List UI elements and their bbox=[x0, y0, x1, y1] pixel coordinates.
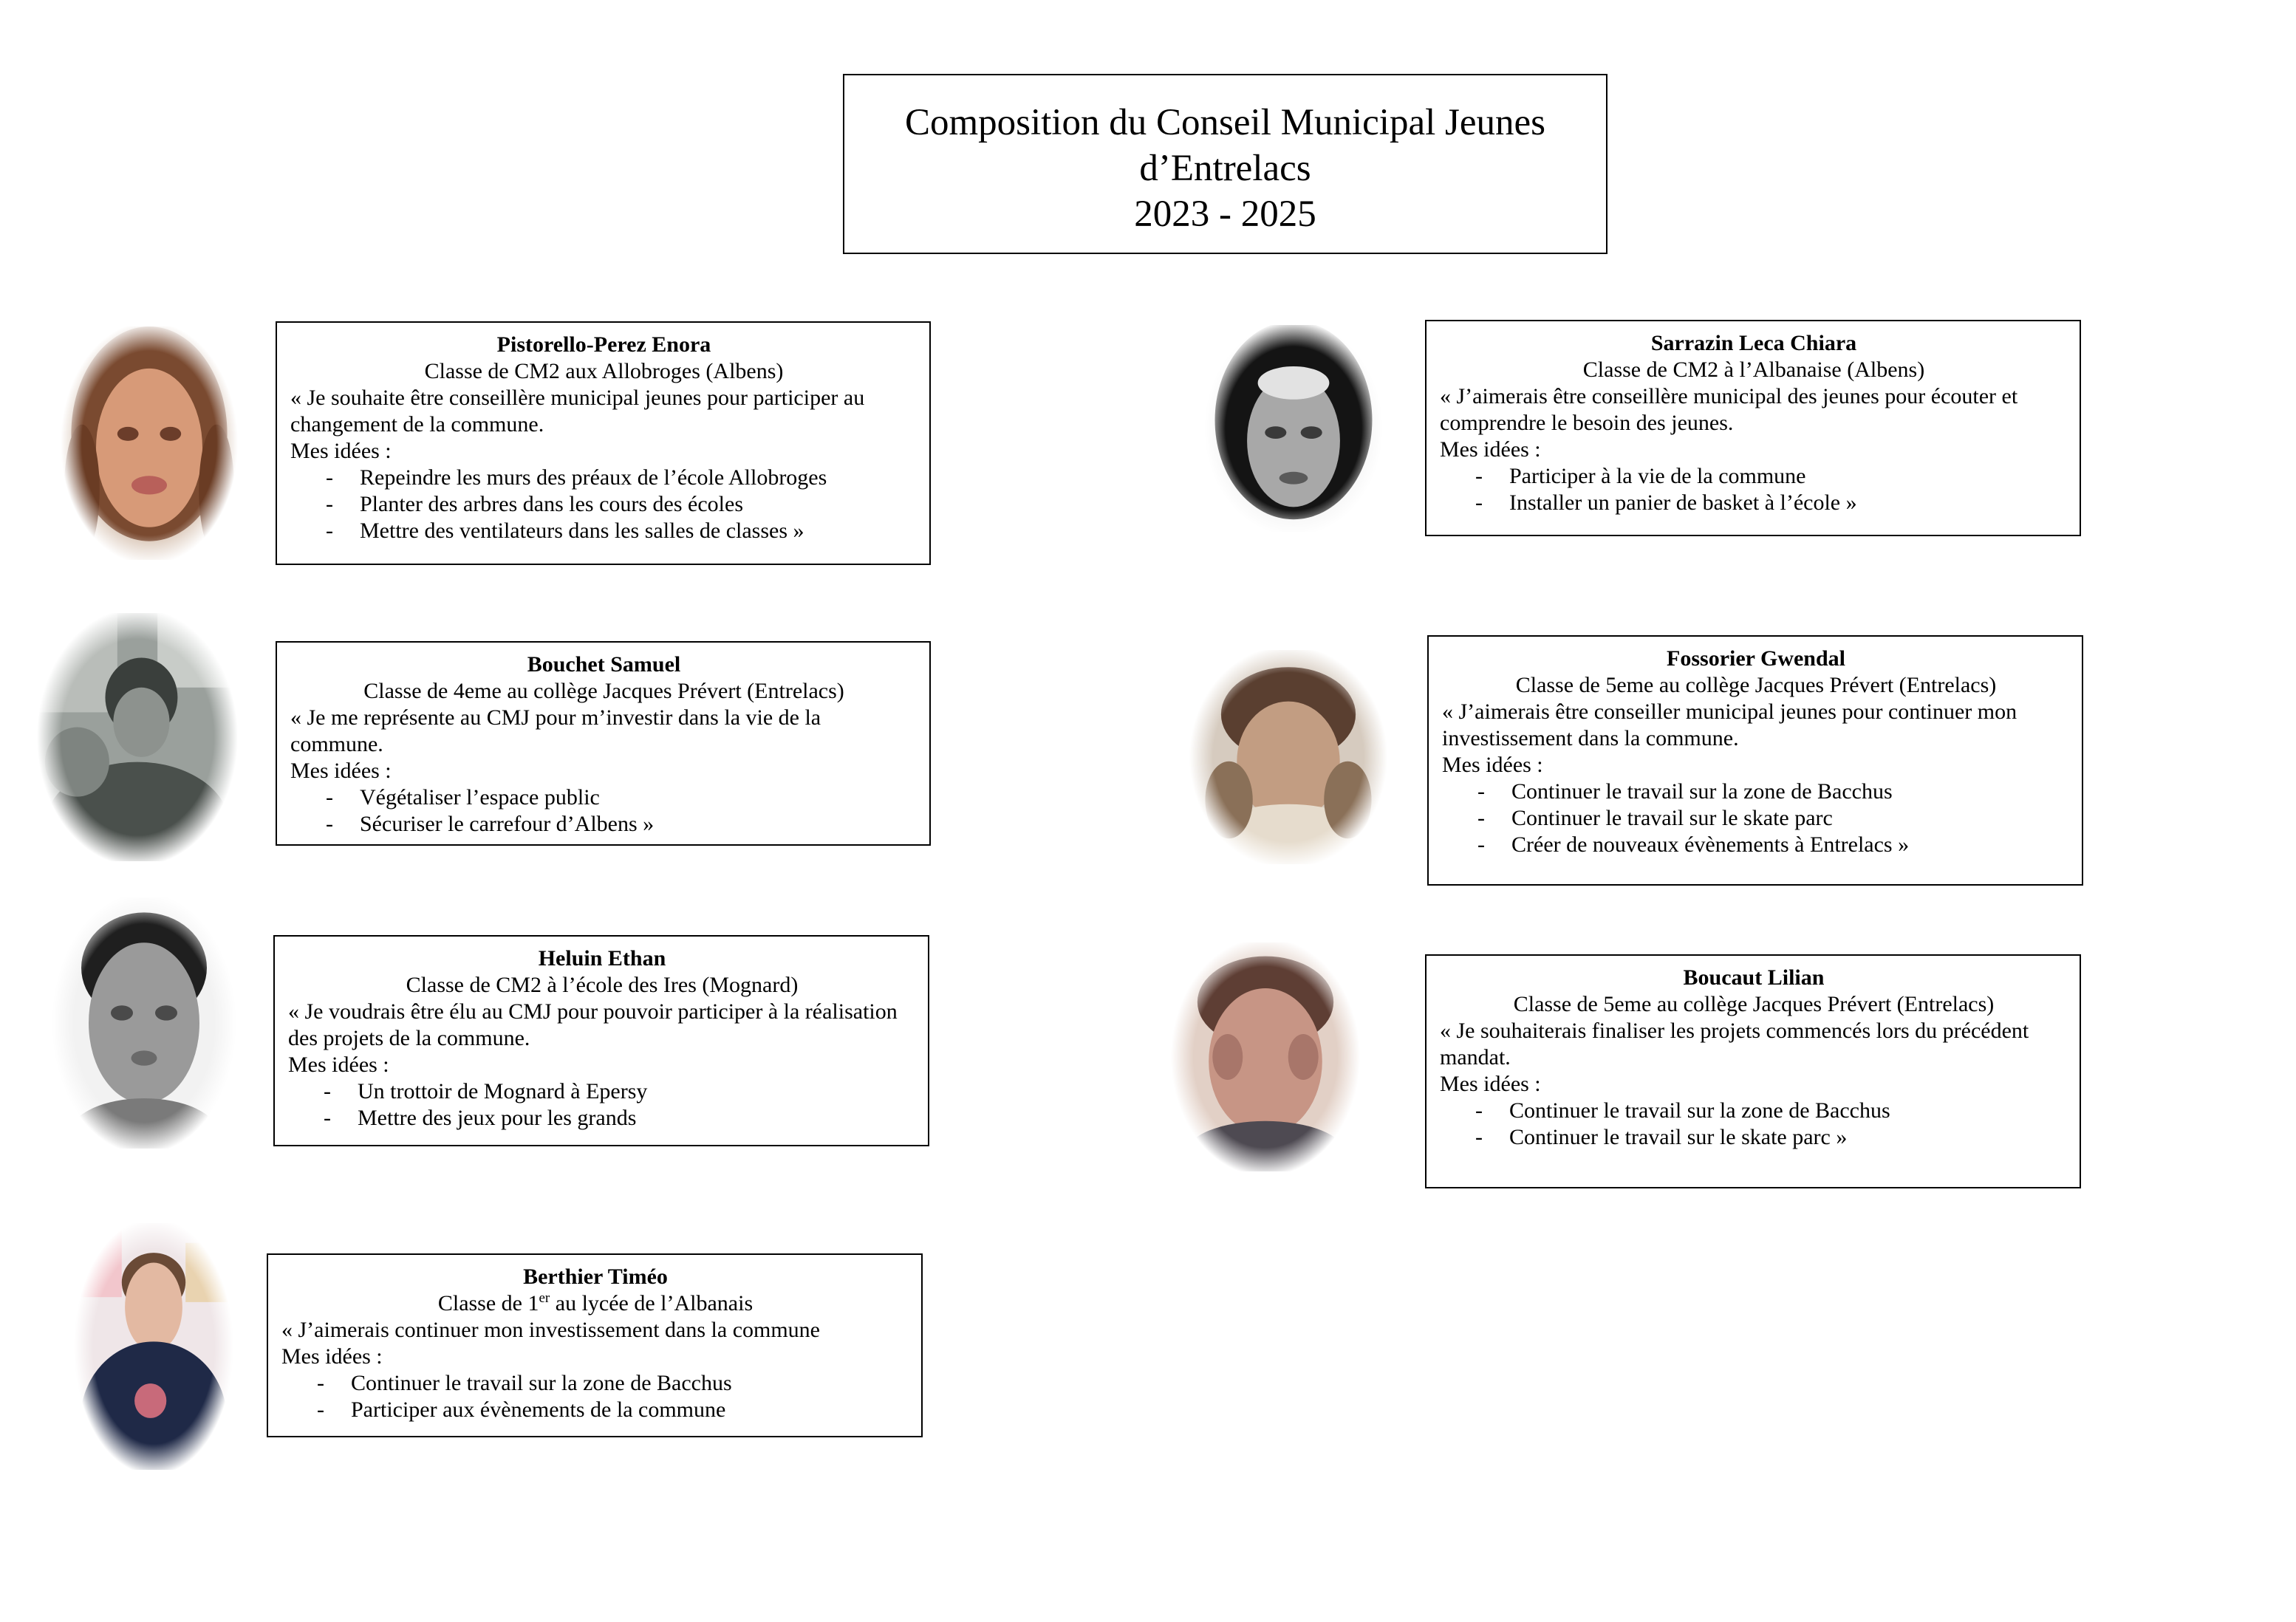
member-photo-sarrazin-leca bbox=[1204, 325, 1383, 532]
member-name: Bouchet Samuel bbox=[527, 652, 681, 677]
idea-item: Continuer le travail sur le skate parc bbox=[1442, 805, 2070, 832]
member-photo-berthier bbox=[74, 1223, 233, 1470]
member-quote: « Je voudrais être élu au CMJ pour pouvo… bbox=[288, 999, 898, 1050]
ideas-label: Mes idées : bbox=[290, 759, 392, 783]
idea-item: Mettre des ventilateurs dans les salles … bbox=[290, 518, 918, 544]
idea-item: Végétaliser l’espace public bbox=[290, 784, 918, 811]
document-title-line-2: d’Entrelacs bbox=[1139, 148, 1311, 189]
ideas-list: Continuer le travail sur la zone de Bacc… bbox=[281, 1370, 909, 1423]
ideas-list: Continuer le travail sur la zone de Bacc… bbox=[1440, 1098, 2068, 1151]
ideas-list: Continuer le travail sur la zone de Bacc… bbox=[1442, 779, 2070, 858]
ideas-label: Mes idées : bbox=[1440, 437, 1541, 462]
member-class: Classe de 1er au lycée de l’Albanais bbox=[281, 1290, 909, 1317]
member-quote: « J’aimerais être conseillère municipal … bbox=[1440, 384, 2018, 435]
member-photo-pistorello-perez bbox=[61, 326, 238, 560]
member-card-bouchet: Bouchet Samuel Classe de 4eme au collège… bbox=[276, 641, 931, 846]
idea-item: Un trottoir de Mognard à Epersy bbox=[288, 1078, 916, 1105]
member-class-prefix: Classe de 1 bbox=[437, 1291, 539, 1315]
member-card-fossorier: Fossorier Gwendal Classe de 5eme au coll… bbox=[1427, 635, 2083, 886]
idea-item: Continuer le travail sur la zone de Bacc… bbox=[1440, 1098, 2068, 1124]
member-photo-heluin bbox=[52, 897, 236, 1149]
member-quote: « J’aimerais être conseiller municipal j… bbox=[1442, 699, 2017, 750]
member-name: Pistorello-Perez Enora bbox=[496, 332, 711, 357]
ideas-label: Mes idées : bbox=[281, 1344, 383, 1369]
member-class-suffix: au lycée de l’Albanais bbox=[550, 1291, 754, 1315]
idea-item: Participer à la vie de la commune bbox=[1440, 463, 2068, 490]
idea-item: Repeindre les murs des préaux de l’école… bbox=[290, 465, 918, 491]
member-card-sarrazin-leca: Sarrazin Leca Chiara Classe de CM2 à l’A… bbox=[1425, 320, 2081, 536]
member-card-boucaut: Boucaut Lilian Classe de 5eme au collège… bbox=[1425, 954, 2081, 1188]
member-name: Berthier Timéo bbox=[523, 1265, 668, 1289]
idea-item: Installer un panier de basket à l’école … bbox=[1440, 490, 2068, 516]
idea-item: Mettre des jeux pour les grands bbox=[288, 1105, 916, 1132]
idea-item: Planter des arbres dans les cours des éc… bbox=[290, 491, 918, 518]
document-title-line-3: 2023 - 2025 bbox=[1134, 194, 1316, 235]
member-card-berthier: Berthier Timéo Classe de 1er au lycée de… bbox=[267, 1253, 923, 1437]
ideas-label: Mes idées : bbox=[290, 439, 392, 463]
member-photo-fossorier bbox=[1189, 650, 1387, 864]
member-class: Classe de CM2 à l’Albanaise (Albens) bbox=[1582, 357, 1925, 382]
member-name: Sarrazin Leca Chiara bbox=[1650, 331, 1857, 355]
idea-item: Continuer le travail sur le skate parc » bbox=[1440, 1124, 2068, 1151]
ideas-label: Mes idées : bbox=[288, 1053, 389, 1077]
member-name: Heluin Ethan bbox=[538, 946, 666, 971]
member-name: Fossorier Gwendal bbox=[1667, 646, 1845, 671]
idea-item: Participer aux évènements de la commune bbox=[281, 1397, 909, 1423]
ideas-list: Un trottoir de Mognard à Epersy Mettre d… bbox=[288, 1078, 916, 1132]
member-quote: « Je me représente au CMJ pour m’investi… bbox=[290, 705, 821, 756]
member-class: Classe de 4eme au collège Jacques Préver… bbox=[363, 679, 844, 703]
member-card-pistorello-perez: Pistorello-Perez Enora Classe de CM2 aux… bbox=[276, 321, 931, 565]
document-title-line-1: Composition du Conseil Municipal Jeunes bbox=[905, 102, 1545, 143]
idea-item: Continuer le travail sur la zone de Bacc… bbox=[281, 1370, 909, 1397]
member-card-heluin: Heluin Ethan Classe de CM2 à l’école des… bbox=[273, 935, 929, 1146]
member-class-superscript: er bbox=[539, 1290, 550, 1306]
ideas-list: Végétaliser l’espace public Sécuriser le… bbox=[290, 784, 918, 838]
member-class: Classe de 5eme au collège Jacques Préver… bbox=[1515, 673, 1997, 697]
member-quote: « Je souhaite être conseillère municipal… bbox=[290, 386, 865, 437]
idea-item: Créer de nouveaux évènements à Entrelacs… bbox=[1442, 832, 2070, 858]
member-quote: « J’aimerais continuer mon investissemen… bbox=[281, 1318, 820, 1342]
idea-item: Continuer le travail sur la zone de Bacc… bbox=[1442, 779, 2070, 805]
member-photo-bouchet bbox=[37, 613, 238, 861]
ideas-label: Mes idées : bbox=[1442, 753, 1543, 777]
idea-item: Sécuriser le carrefour d’Albens » bbox=[290, 811, 918, 838]
member-photo-boucaut bbox=[1171, 942, 1360, 1171]
ideas-list: Participer à la vie de la commune Instal… bbox=[1440, 463, 2068, 516]
ideas-label: Mes idées : bbox=[1440, 1072, 1541, 1096]
document-title-box: Composition du Conseil Municipal Jeunes … bbox=[843, 74, 1607, 254]
member-quote: « Je souhaiterais finaliser les projets … bbox=[1440, 1019, 2029, 1070]
member-class: Classe de 5eme au collège Jacques Préver… bbox=[1513, 992, 1995, 1016]
ideas-list: Repeindre les murs des préaux de l’école… bbox=[290, 465, 918, 544]
member-class: Classe de CM2 aux Allobroges (Albens) bbox=[424, 359, 784, 383]
member-name: Boucaut Lilian bbox=[1683, 965, 1825, 990]
member-class: Classe de CM2 à l’école des Ires (Mognar… bbox=[406, 973, 799, 997]
